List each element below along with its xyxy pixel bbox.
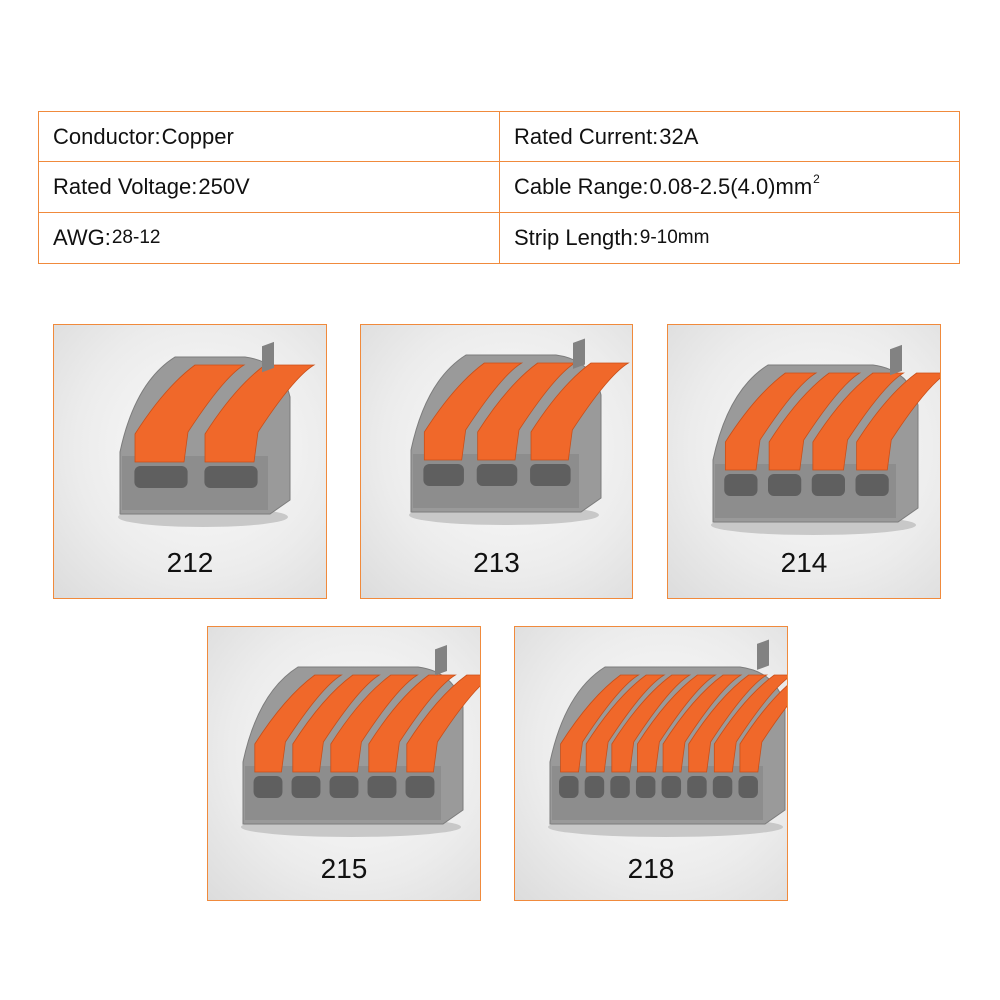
- connector-illustration: [241, 645, 480, 837]
- orange-lever: [530, 362, 630, 461]
- wire-hole: [712, 776, 733, 798]
- orange-lever: [688, 674, 769, 773]
- model-label: 218: [627, 853, 675, 884]
- spec-awg: AWG:28-12: [39, 213, 500, 263]
- wire-hole: [134, 466, 188, 488]
- model-label: 215: [320, 853, 368, 884]
- orange-lever: [812, 372, 905, 471]
- model-label: 212: [166, 547, 214, 578]
- side-slot: [573, 338, 585, 369]
- wire-hole: [687, 776, 707, 798]
- orange-lever: [406, 674, 480, 773]
- wire-hole: [661, 776, 682, 798]
- wire-hole: [738, 776, 758, 798]
- wire-hole: [811, 474, 845, 496]
- spec-rated-voltage: Rated Voltage:250V: [39, 162, 500, 213]
- wire-hole: [855, 474, 889, 496]
- wire-hole: [405, 776, 435, 798]
- orange-lever: [768, 372, 862, 471]
- product-card-215: 215: [207, 626, 481, 901]
- orange-lever: [662, 674, 743, 773]
- product-card-218: 218: [514, 626, 788, 901]
- connector-illustration: [118, 341, 316, 527]
- orange-lever: [254, 674, 343, 773]
- wire-hole: [367, 776, 397, 798]
- spec-strip-length: Strip Length:9-10mm: [514, 225, 710, 250]
- model-label: 213: [473, 547, 520, 578]
- product-card-214: 214: [667, 324, 941, 599]
- spec-conductor: Conductor:Copper: [39, 112, 500, 162]
- orange-lever: [739, 685, 787, 773]
- connector-illustration: [409, 338, 630, 525]
- orange-lever: [330, 674, 419, 773]
- wire-hole: [530, 464, 571, 486]
- wire-hole: [584, 776, 605, 798]
- side-slot: [757, 639, 769, 670]
- connector-illustration: [711, 344, 940, 535]
- spec-rated-current: Rated Current:32A: [500, 112, 959, 162]
- orange-lever: [585, 674, 666, 773]
- spec-table: Conductor:Copper Rated Current:32A Rated…: [38, 111, 960, 264]
- connector-illustration: [548, 639, 787, 837]
- side-slot: [262, 341, 274, 373]
- orange-lever: [368, 674, 457, 773]
- wire-hole: [635, 776, 656, 798]
- side-slot: [890, 344, 902, 376]
- wire-hole: [476, 464, 518, 486]
- wire-hole: [253, 776, 283, 798]
- orange-lever: [611, 674, 692, 773]
- orange-lever: [560, 674, 640, 773]
- product-card-213: 213: [360, 324, 633, 599]
- wire-hole: [423, 464, 464, 486]
- wire-hole: [291, 776, 321, 798]
- model-label: 214: [780, 547, 828, 578]
- orange-lever: [292, 674, 381, 773]
- orange-lever: [134, 364, 246, 463]
- wire-hole: [724, 474, 758, 496]
- orange-lever: [856, 372, 940, 471]
- wire-hole: [329, 776, 359, 798]
- orange-lever: [204, 364, 316, 463]
- orange-lever: [423, 362, 524, 461]
- wire-hole: [768, 474, 802, 496]
- orange-lever: [724, 372, 818, 471]
- side-slot: [435, 645, 447, 676]
- product-card-212: 212: [53, 324, 327, 599]
- orange-lever: [713, 674, 787, 773]
- orange-lever: [637, 674, 717, 773]
- wire-hole: [559, 776, 579, 798]
- wire-hole: [610, 776, 630, 798]
- wire-hole: [204, 466, 258, 488]
